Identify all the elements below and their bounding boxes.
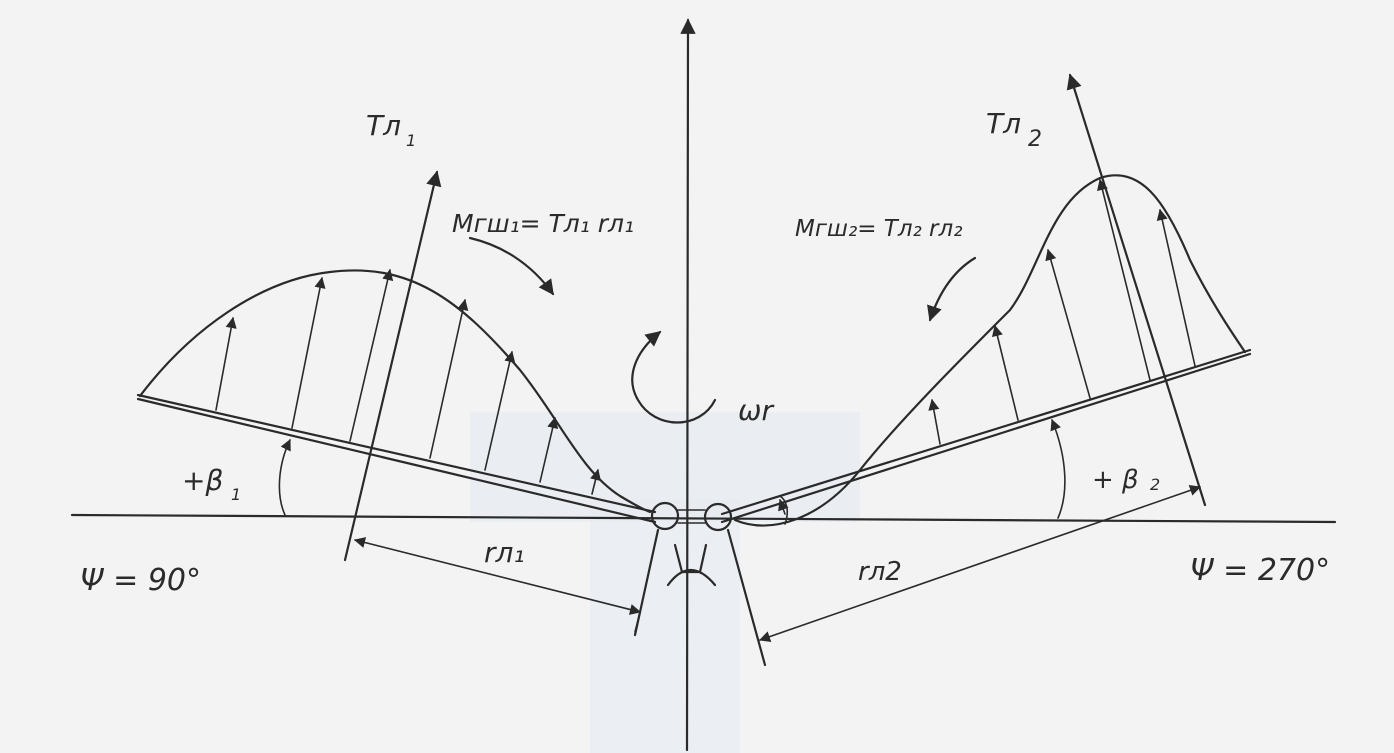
beta2-label: + β xyxy=(1092,465,1139,495)
tl1-axis xyxy=(343,170,442,562)
rotation-arrow-icon xyxy=(631,330,717,424)
right-force-arrow-6 xyxy=(1156,208,1196,367)
left-force-arrow-6 xyxy=(539,416,559,483)
scan-shadow-2 xyxy=(590,500,740,753)
right-force-arrow-5 xyxy=(1097,178,1151,381)
beta1-subscript: 1 xyxy=(231,485,241,504)
left-hinge-icon xyxy=(650,501,680,531)
hub-inner xyxy=(673,543,708,574)
left-load-curve xyxy=(138,269,652,514)
r1-dimension xyxy=(353,537,642,615)
moment2-label: Мгш₂= Тл₂ rл₂ xyxy=(795,216,962,242)
left-force-arrow-3 xyxy=(349,268,394,442)
beta2-subscript: 2 xyxy=(1150,475,1160,494)
r2-label: rл2 xyxy=(858,557,902,587)
beta1-arc xyxy=(278,438,291,516)
right-hinge-icon xyxy=(703,502,733,532)
moment1-arrow xyxy=(468,236,555,296)
vertical-axis xyxy=(680,18,696,752)
tl2-label: Тл xyxy=(986,107,1021,140)
hub-right-edge xyxy=(726,528,767,667)
psi-right-label: Ψ = 270° xyxy=(1190,553,1330,588)
right-force-arrow-4 xyxy=(1045,248,1091,399)
left-blade-top xyxy=(136,393,657,514)
tl2-axis xyxy=(1066,73,1207,507)
right-force-arrow-2 xyxy=(928,398,941,445)
moment1-label: Мгш₁= Тл₁ rл₁ xyxy=(452,209,634,238)
tl1-subscript: 1 xyxy=(406,131,416,150)
small-angle-arc xyxy=(779,495,788,525)
left-blade-bottom xyxy=(136,397,657,524)
beta1-label: +β xyxy=(182,464,223,497)
r1-extension xyxy=(634,611,641,633)
omega-label: ωr xyxy=(738,394,774,427)
tl2-subscript: 2 xyxy=(1028,127,1042,152)
psi-left-label: Ψ = 90° xyxy=(80,563,201,598)
right-force-arrow-3 xyxy=(991,324,1019,421)
left-force-arrow-2 xyxy=(291,276,326,429)
left-force-arrow-7 xyxy=(590,468,601,495)
right-load-curve xyxy=(733,174,1247,527)
moment2-arrow xyxy=(927,256,977,322)
left-force-arrow-4 xyxy=(429,298,469,459)
hub-arc xyxy=(666,569,717,587)
r2-dimension xyxy=(758,485,1202,642)
left-force-arrow-1 xyxy=(215,316,237,411)
tl1-label: Тл xyxy=(366,109,401,142)
r1-label: rл₁ xyxy=(484,536,525,569)
beta2-arc xyxy=(1050,418,1066,519)
left-force-arrow-5 xyxy=(484,350,516,471)
